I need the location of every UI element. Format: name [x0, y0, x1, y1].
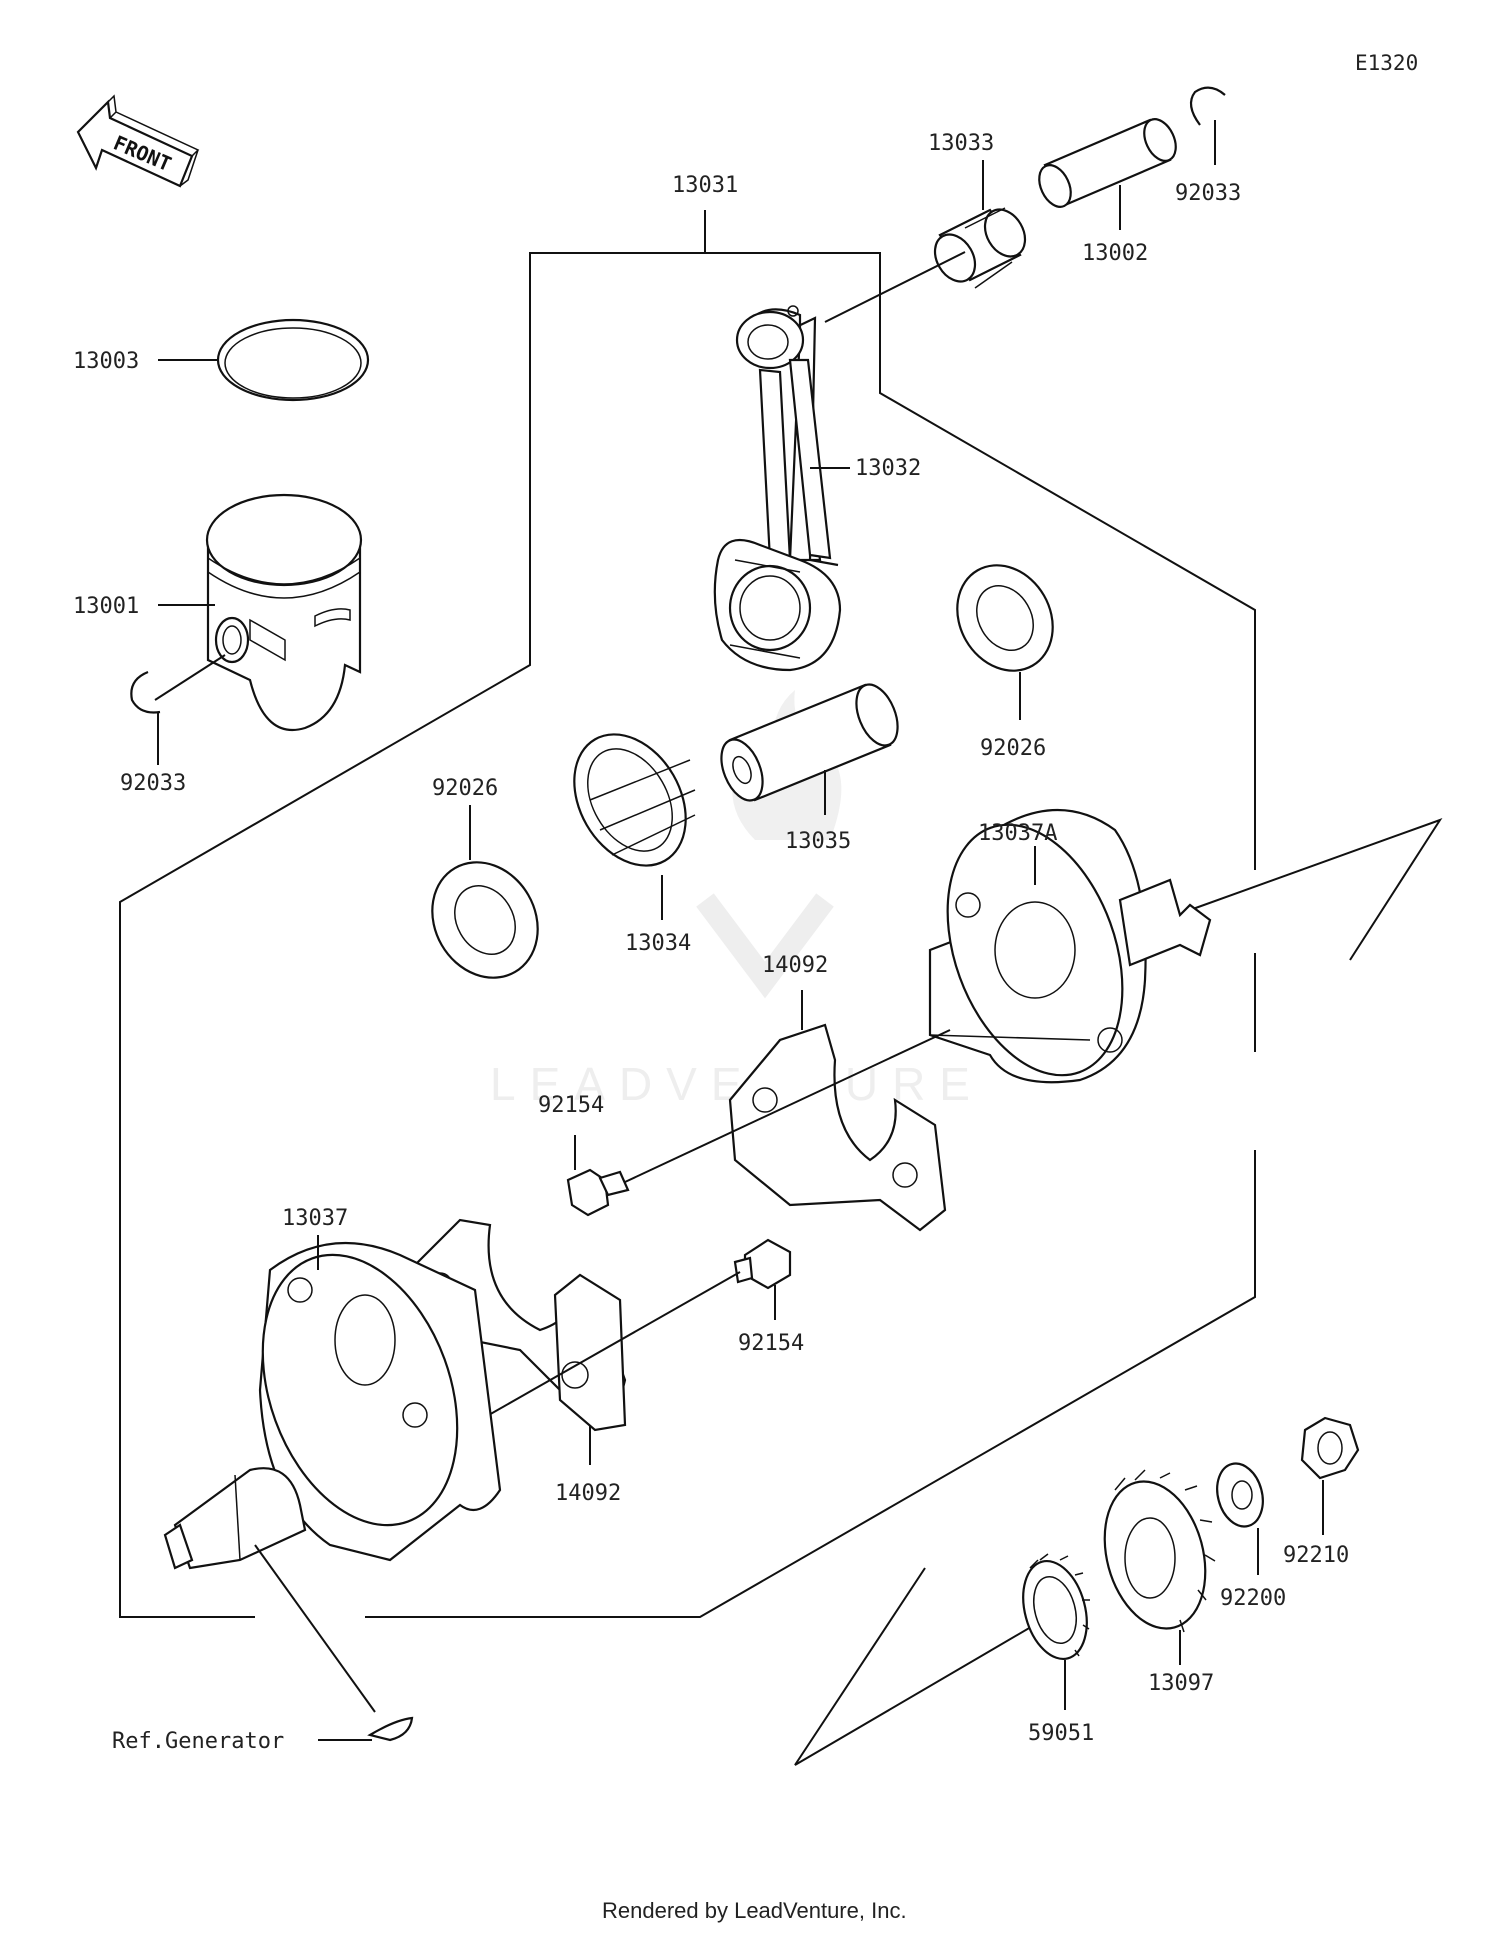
bolt-92154-top: [566, 1029, 951, 1217]
callout-92033-left: 92033: [120, 771, 186, 796]
thrust-washer-92026-left: [431, 861, 539, 979]
gear-13097: [1103, 1469, 1216, 1633]
footer-credit: Rendered by LeadVenture, Inc.: [602, 1898, 907, 1923]
woodruff-key-icon: [254, 1544, 414, 1742]
callout-13034: 13034: [625, 931, 691, 956]
connecting-rod-13032: [713, 251, 966, 672]
crank-half-13037: [163, 1241, 502, 1570]
crank-pin-13035: [720, 683, 899, 802]
callout-13032: 13032: [855, 456, 921, 481]
callout-14092-bottom: 14092: [555, 1481, 621, 1506]
callout-13033: 13033: [928, 131, 994, 156]
assembly-bracket-13031: [119, 210, 1256, 1618]
needle-bearing-13033: [933, 207, 1027, 289]
piston-pin-13002: [1038, 118, 1177, 208]
circlip-92033-top: [1189, 86, 1226, 165]
gear-assembly-bracket: [794, 818, 1443, 1766]
callout-92026-left: 92026: [432, 776, 498, 801]
callout-13003: 13003: [73, 349, 139, 374]
callout-13035: 13035: [785, 829, 851, 854]
callout-92033-top: 92033: [1175, 181, 1241, 206]
callout-59051: 59051: [1028, 1721, 1094, 1746]
crank-weight-14092-bottom: [553, 1273, 627, 1432]
circlip-92033-left: [130, 654, 226, 765]
callout-13097: 13097: [1148, 1671, 1214, 1696]
diagram-code: E1320: [1355, 51, 1418, 75]
thrust-washer-92026-right: [956, 564, 1054, 672]
callout-ref-generator: Ref.Generator: [112, 1729, 284, 1754]
nut-92210: [1300, 1416, 1360, 1480]
callout-14092-top: 14092: [762, 953, 828, 978]
callout-92210: 92210: [1283, 1543, 1349, 1568]
gear-59051: [1022, 1553, 1090, 1661]
callout-13037: 13037: [282, 1206, 348, 1231]
callout-92200: 92200: [1220, 1586, 1286, 1611]
callout-13002: 13002: [1082, 241, 1148, 266]
bolt-92154-bottom: [479, 1238, 792, 1421]
piston-ring-13003: [158, 318, 370, 402]
callout-13001: 13001: [73, 594, 139, 619]
callout-13037A: 13037A: [978, 821, 1057, 846]
callout-13031: 13031: [672, 173, 738, 198]
callout-92154-top: 92154: [538, 1093, 604, 1118]
crank-weight-14092-top: [728, 1023, 947, 1232]
front-arrow-icon: FRONT: [76, 94, 200, 188]
crank-half-13037A: [928, 808, 1212, 1084]
washer-92200: [1216, 1462, 1264, 1528]
needle-bearing-13034: [573, 733, 696, 867]
piston-13001: [205, 493, 363, 732]
callout-92026-right: 92026: [980, 736, 1046, 761]
callout-92154-bottom: 92154: [738, 1331, 804, 1356]
